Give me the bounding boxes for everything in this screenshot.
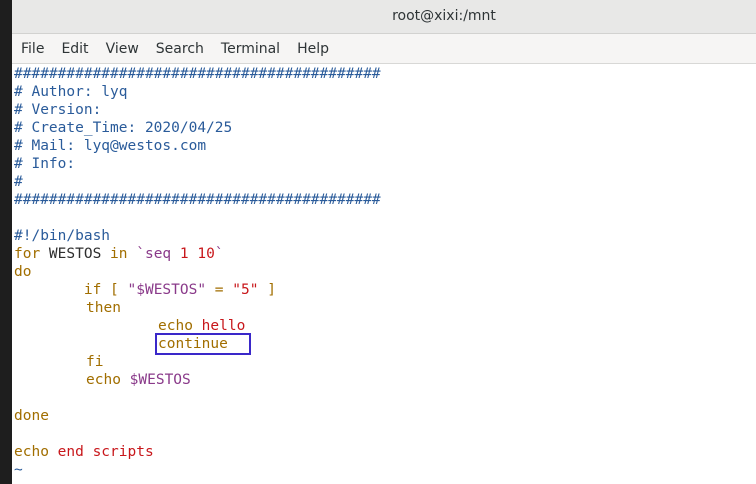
for-line: for WESTOS in `seq 1 10`	[14, 245, 224, 263]
if-close: ]	[258, 282, 276, 298]
echo-hello-line: echo hello	[158, 317, 245, 335]
menu-help[interactable]: Help	[297, 40, 329, 57]
header-create-time: # Create_Time: 2020/04/25	[14, 120, 233, 136]
for-keyword: for	[14, 246, 41, 262]
menu-terminal[interactable]: Terminal	[220, 40, 281, 57]
for-variable: WESTOS	[40, 246, 111, 262]
title-bar[interactable]: root@xixi:/mnt	[12, 0, 756, 34]
seq-start: 1	[179, 246, 189, 262]
done-line: done	[14, 408, 49, 424]
then-line: then	[86, 300, 121, 316]
if-value: "5"	[232, 282, 259, 298]
fi-line: fi	[86, 354, 104, 370]
echo2-variable: $WESTOS	[129, 372, 191, 388]
echo3-keyword: echo	[14, 444, 49, 460]
echo-var-line: echo $WESTOS	[86, 371, 191, 389]
continue-keyword[interactable]: continue	[155, 333, 251, 355]
menu-search[interactable]: Search	[155, 40, 204, 57]
menu-file[interactable]: File	[21, 40, 45, 57]
menu-bar: File Edit View Search Terminal Help	[12, 34, 756, 64]
if-keyword: if [	[83, 282, 128, 298]
in-keyword: in	[110, 246, 128, 262]
echo-end-line: echo end scripts	[14, 443, 154, 461]
if-variable: "$WESTOS"	[127, 282, 207, 298]
menu-edit[interactable]: Edit	[61, 40, 89, 57]
menu-view[interactable]: View	[105, 40, 139, 57]
empty-line-tilde: ~	[14, 462, 23, 478]
header-author: # Author: lyq	[14, 84, 128, 100]
do-line: do	[14, 264, 32, 280]
desktop-edge	[0, 0, 12, 484]
header-version: # Version:	[14, 102, 102, 118]
if-indent	[14, 282, 84, 298]
header-mail: # Mail: lyq@westos.com	[14, 138, 207, 154]
seq-open: `seq	[127, 246, 180, 262]
if-line: if [ "$WESTOS" = "5" ]	[14, 281, 276, 299]
window-title: root@xixi:/mnt	[392, 8, 496, 24]
continue-line: continue	[155, 333, 251, 355]
terminal-content[interactable]: ########################################…	[12, 64, 756, 484]
echo3-argument: end scripts	[48, 444, 154, 460]
shebang-line: #!/bin/bash	[14, 228, 111, 244]
echo-argument: hello	[192, 318, 246, 334]
header-hash: #	[14, 174, 23, 190]
header-info: # Info:	[14, 156, 76, 172]
echo-keyword: echo	[158, 318, 193, 334]
header-border-bottom: ########################################…	[14, 192, 381, 208]
echo2-keyword: echo	[86, 372, 130, 388]
seq-close: `	[214, 246, 224, 262]
header-border-top: ########################################…	[14, 66, 381, 82]
seq-end: 10	[197, 246, 215, 262]
if-equals: =	[206, 282, 233, 298]
